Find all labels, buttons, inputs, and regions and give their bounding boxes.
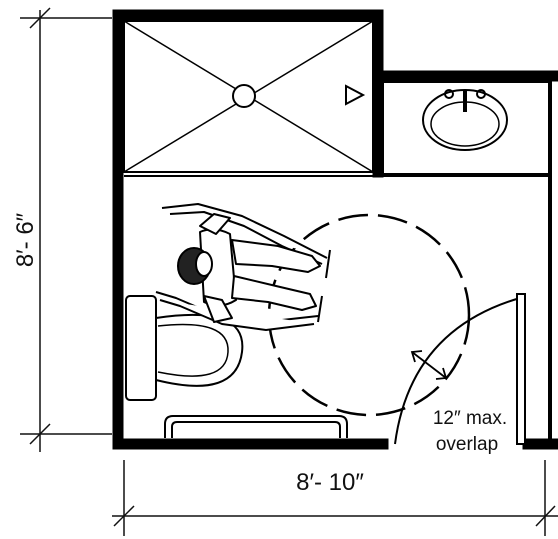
shower-control-icon <box>345 84 366 106</box>
toilet-tank <box>125 295 157 401</box>
turning-space-circle <box>267 213 471 417</box>
lavatory-icon <box>382 81 551 175</box>
height-dimension <box>20 7 112 452</box>
user-face <box>195 251 213 277</box>
height-dimension-label: 8′- 6″ <box>12 212 39 267</box>
shower-pan <box>123 20 374 173</box>
grab-bar-icon <box>164 415 348 438</box>
door-leaf <box>516 293 526 445</box>
walls <box>112 9 558 450</box>
grab-bar-rear <box>164 415 348 438</box>
user-leg-upper <box>231 239 321 273</box>
width-dimension <box>112 460 558 536</box>
width-dimension-label: 8′- 10″ <box>296 469 364 496</box>
door-swing-icon <box>394 293 526 445</box>
wheelchair-user-icon <box>155 203 331 331</box>
grab-bar-rear-inner <box>171 421 341 438</box>
toilet-seat <box>157 323 229 377</box>
overlap-arrow-icon <box>410 350 448 380</box>
footrest-upper <box>325 249 331 279</box>
height-tick-top <box>29 7 51 29</box>
user-arm-upper <box>199 213 231 235</box>
user-arm-lower <box>203 295 233 323</box>
wheelchair-lower-frame-2 <box>159 299 315 331</box>
faucet-handle-left <box>444 89 454 99</box>
overlap-label-line1: 12″ max. <box>433 408 507 429</box>
user-leg-lower <box>231 275 317 311</box>
overlap-label-line2: overlap <box>436 434 498 455</box>
width-tick-right <box>535 505 556 527</box>
door-swing-arc <box>394 297 521 445</box>
faucet-handle-right <box>476 89 486 99</box>
water-closet-icon <box>125 295 244 401</box>
height-tick-bottom <box>29 423 51 445</box>
shower-icon <box>123 20 374 173</box>
vanity-counter <box>382 81 551 175</box>
shower-drain <box>232 84 256 108</box>
footrest-lower <box>317 295 323 323</box>
width-tick-left <box>113 505 135 527</box>
